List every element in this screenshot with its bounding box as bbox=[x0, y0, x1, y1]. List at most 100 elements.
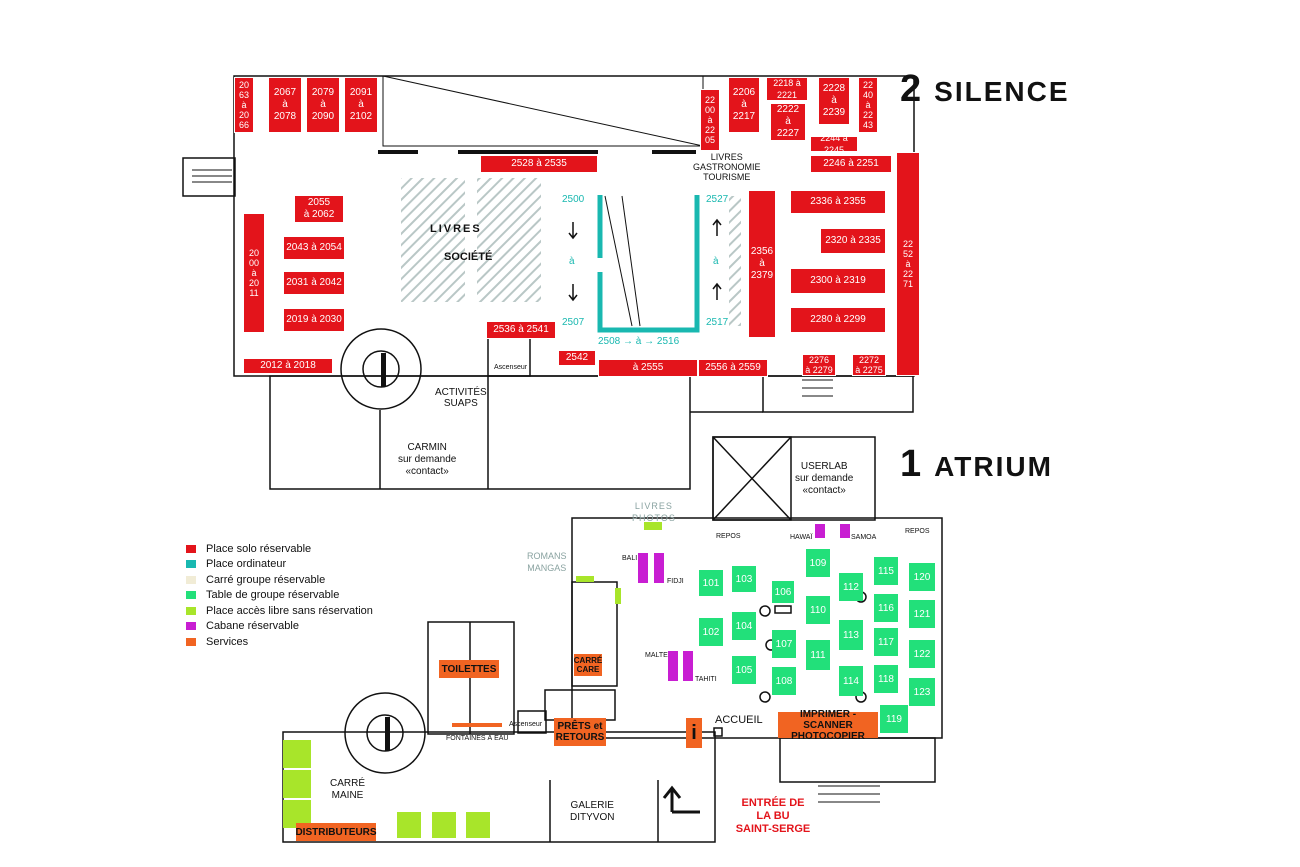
group-table[interactable]: 110 bbox=[806, 596, 830, 624]
cabane-malte[interactable] bbox=[668, 651, 678, 681]
group-table[interactable]: 108 bbox=[772, 667, 796, 695]
seat-block[interactable]: 2218 à 2221 bbox=[766, 77, 808, 101]
ordinateur-label: 2517 bbox=[706, 317, 729, 328]
ordinateur-label: 2500 bbox=[562, 194, 585, 205]
seat-block[interactable]: 20 63 à 20 66 bbox=[234, 77, 254, 133]
ordinateur-label: 2507 bbox=[562, 317, 585, 328]
info-icon[interactable]: i bbox=[686, 718, 702, 748]
zone-gastronomie: LIVRES GASTRONOMIE TOURISME bbox=[693, 152, 761, 182]
group-table[interactable]: 119 bbox=[880, 705, 908, 733]
seat-block[interactable]: 2031 à 2042 bbox=[283, 271, 345, 295]
ascenseur-label: Ascenseur bbox=[509, 721, 543, 728]
acces-libre-place[interactable] bbox=[283, 770, 311, 798]
seat-block[interactable]: 2012 à 2018 bbox=[243, 358, 333, 374]
cabane-fidji[interactable] bbox=[654, 553, 664, 583]
floor-2-name: SILENCE bbox=[934, 76, 1070, 107]
group-table[interactable]: 113 bbox=[839, 620, 863, 650]
group-table[interactable]: 121 bbox=[909, 600, 935, 628]
group-table[interactable]: 104 bbox=[732, 612, 756, 640]
acces-libre-place[interactable] bbox=[283, 740, 311, 768]
cabane-samoa[interactable] bbox=[840, 524, 850, 538]
legend-item: Place accès libre sans réservation bbox=[186, 603, 373, 619]
seat-block[interactable]: 2222 à 2227 bbox=[770, 103, 806, 141]
seat-block[interactable]: 2091 à 2102 bbox=[344, 77, 378, 133]
fontaines-marker bbox=[452, 723, 502, 727]
group-table[interactable]: 109 bbox=[806, 549, 830, 577]
group-table[interactable]: 123 bbox=[909, 678, 935, 706]
repos-label: REPOS bbox=[716, 533, 741, 540]
cabane-hawai[interactable] bbox=[815, 524, 825, 538]
group-table[interactable]: 117 bbox=[874, 628, 898, 656]
seat-block[interactable]: 2246 à 2251 bbox=[810, 155, 892, 173]
seat-block[interactable]: 2542 bbox=[558, 350, 596, 366]
carre-maine: CARRÉ MAINE bbox=[330, 778, 366, 801]
acces-libre-place[interactable] bbox=[644, 522, 662, 530]
seat-block[interactable]: 20 00 à 20 11 bbox=[243, 213, 265, 333]
seat-block[interactable]: 2067 à 2078 bbox=[268, 77, 302, 133]
cabane-label: HAWAÏ bbox=[790, 534, 813, 541]
activites-suaps: ACTIVITÉS SUAPS bbox=[435, 387, 487, 409]
group-table[interactable]: 111 bbox=[806, 640, 830, 670]
group-table[interactable]: 105 bbox=[732, 656, 756, 684]
acces-libre-place[interactable] bbox=[576, 576, 594, 582]
legend-item: Place ordinateur bbox=[186, 557, 373, 573]
imprimer-scanner[interactable]: IMPRIMER - SCANNER PHOTOCOPIER bbox=[778, 709, 878, 742]
seat-block[interactable]: 2206 à 2217 bbox=[728, 77, 760, 133]
group-table[interactable]: 114 bbox=[839, 666, 863, 696]
acces-libre-place[interactable] bbox=[397, 812, 421, 838]
floor-2-title: 2 SILENCE bbox=[900, 68, 1070, 111]
group-table[interactable]: 116 bbox=[874, 594, 898, 622]
legend: Place solo réservable Place ordinateur C… bbox=[186, 541, 373, 650]
seat-block[interactable]: 2528 à 2535 bbox=[480, 155, 598, 173]
acces-libre-place[interactable] bbox=[432, 812, 456, 838]
group-table[interactable]: 101 bbox=[699, 570, 723, 596]
seat-block[interactable]: 2055 à 2062 bbox=[294, 195, 344, 223]
legend-item: Services bbox=[186, 634, 373, 650]
legend-item: Place solo réservable bbox=[186, 541, 373, 557]
seat-block[interactable]: 2280 à 2299 bbox=[790, 307, 886, 333]
seat-block[interactable]: 2556 à 2559 bbox=[698, 359, 768, 377]
group-table[interactable]: 122 bbox=[909, 640, 935, 668]
group-table[interactable]: 120 bbox=[909, 563, 935, 591]
distributeurs[interactable]: DISTRIBUTEURS bbox=[295, 823, 377, 841]
group-table[interactable]: 112 bbox=[839, 573, 863, 601]
group-table[interactable]: 103 bbox=[732, 566, 756, 592]
floor-1-number: 1 bbox=[900, 443, 923, 485]
ordinateur-label: à bbox=[713, 256, 719, 267]
cabane-label: TAHITI bbox=[695, 676, 717, 683]
group-table[interactable]: 115 bbox=[874, 557, 898, 585]
prets-retours[interactable]: PRÊTS et RETOURS bbox=[554, 718, 606, 746]
seat-block[interactable]: 2320 à 2335 bbox=[820, 228, 886, 254]
cabane-tahiti[interactable] bbox=[683, 651, 693, 681]
group-table[interactable]: 102 bbox=[699, 618, 723, 646]
seat-block[interactable]: 22 52 à 22 71 bbox=[896, 152, 920, 376]
seat-block[interactable]: 2336 à 2355 bbox=[790, 190, 886, 214]
seat-block[interactable]: à 2555 bbox=[598, 359, 698, 377]
accueil-label: ACCUEIL bbox=[715, 714, 763, 726]
carre-care[interactable]: CARRÉ CARE bbox=[573, 654, 603, 676]
group-table[interactable]: 106 bbox=[772, 581, 794, 603]
seat-block[interactable]: 2079 à 2090 bbox=[306, 77, 340, 133]
seat-block[interactable]: 2043 à 2054 bbox=[283, 236, 345, 260]
seat-block[interactable]: 2228 à 2239 bbox=[818, 77, 850, 125]
group-table[interactable]: 118 bbox=[874, 665, 898, 693]
cabane-label: MALTE bbox=[645, 652, 668, 659]
seat-block[interactable]: 2272 à 2275 bbox=[852, 354, 886, 376]
legend-item: Table de groupe réservable bbox=[186, 588, 373, 604]
seat-block[interactable]: 22 40 à 22 43 bbox=[858, 77, 878, 133]
cabane-bali[interactable] bbox=[638, 553, 648, 583]
seat-block[interactable]: 2244 à 2245 bbox=[810, 133, 858, 155]
floor-2-number: 2 bbox=[900, 68, 923, 110]
seat-block[interactable]: 2019 à 2030 bbox=[283, 308, 345, 332]
seat-block[interactable]: 22 00 à 22 05 bbox=[700, 89, 720, 151]
acces-libre-place[interactable] bbox=[466, 812, 490, 838]
userlab: USERLAB sur demande «contact» bbox=[795, 461, 854, 496]
seat-block[interactable]: 2276 à 2279 bbox=[802, 354, 836, 376]
acces-libre-place[interactable] bbox=[615, 588, 621, 604]
seat-block[interactable]: 2536 à 2541 bbox=[486, 321, 556, 339]
seat-block[interactable]: 2356 à 2379 bbox=[748, 190, 776, 338]
group-table[interactable]: 107 bbox=[772, 630, 796, 658]
toilettes[interactable]: TOILETTES bbox=[439, 660, 499, 678]
seat-block[interactable]: 2300 à 2319 bbox=[790, 268, 886, 294]
